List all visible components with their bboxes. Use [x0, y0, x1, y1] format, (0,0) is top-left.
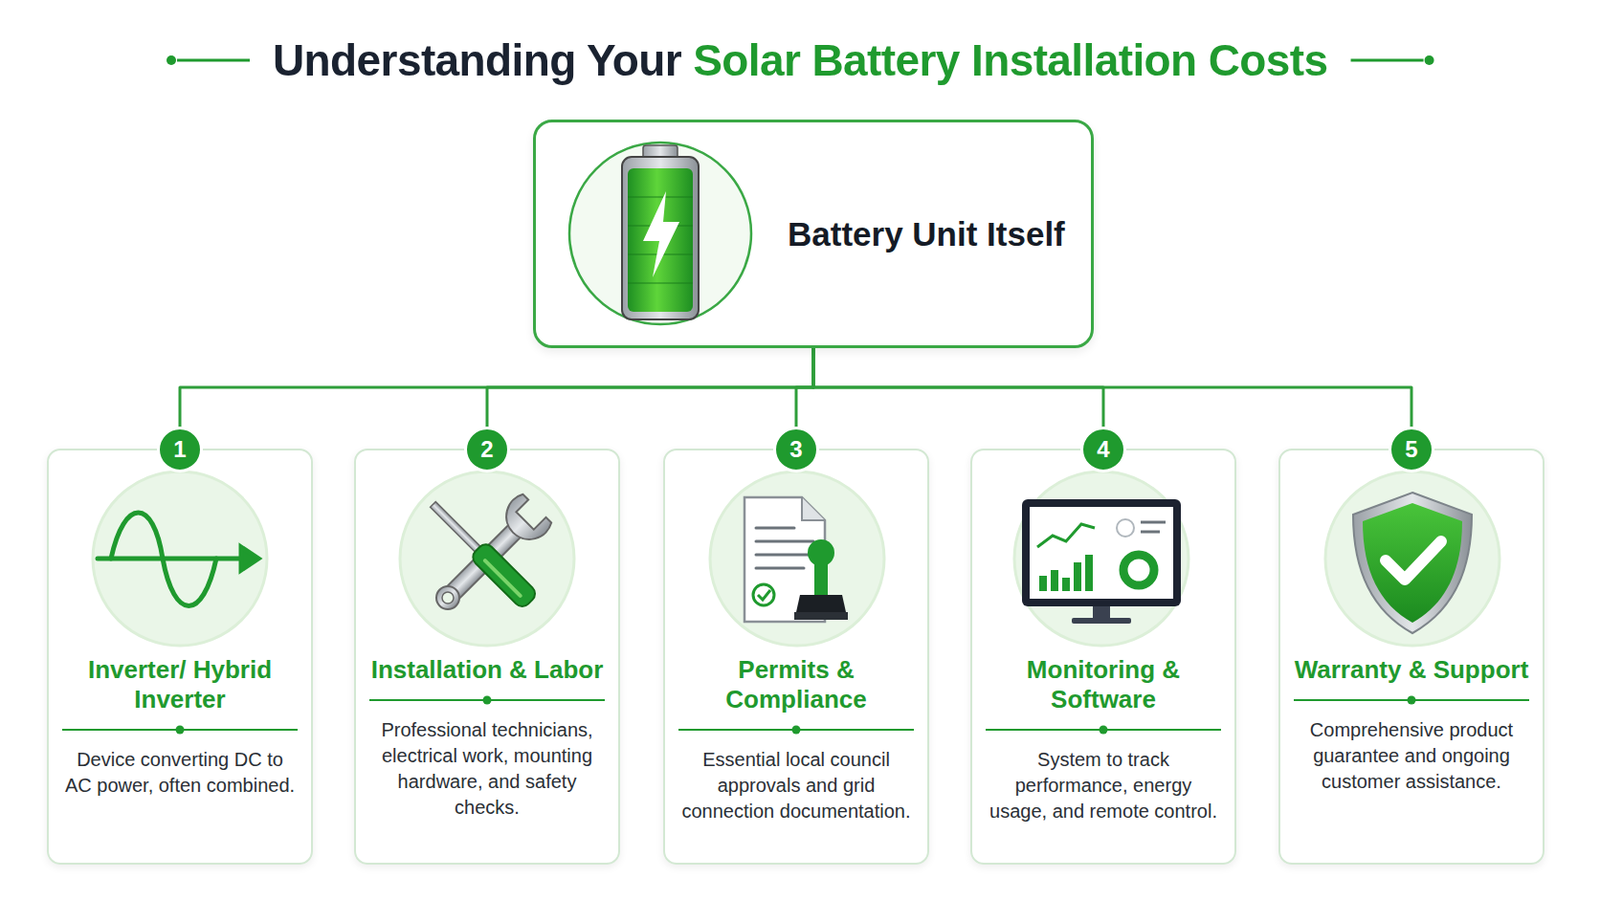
card-body: Essential local council approvals and gr…: [678, 747, 914, 825]
card-divider: [985, 724, 1222, 736]
cost-card: Inverter/ Hybrid InverterDevice converti…: [46, 448, 313, 866]
battery-icon: [569, 142, 752, 325]
card-heading: Permits & Compliance: [674, 655, 918, 715]
icon-ground: [92, 471, 1500, 646]
callout-number: 3: [773, 426, 820, 473]
box-label: Battery Unit Itself: [787, 214, 1078, 255]
card-heading: Inverter/ Hybrid Inverter: [58, 655, 302, 715]
card-divider: [369, 694, 605, 707]
cost-card: Permits & ComplianceEssential local coun…: [663, 448, 930, 866]
title-rule: [1351, 59, 1424, 63]
permit-icon: [744, 497, 848, 623]
callout-number: 1: [156, 426, 203, 473]
card-heading: Installation & Labor: [365, 655, 609, 686]
title-dot: [1424, 55, 1435, 66]
cost-card: Monitoring & SoftwareSystem to track per…: [970, 448, 1237, 866]
card-heading: Monitoring & Software: [981, 655, 1225, 715]
card-body: Device converting DC to AC power, often …: [62, 747, 298, 800]
inverter-icon: [97, 512, 259, 607]
divider-dot: [792, 726, 801, 735]
divider-dot: [1407, 696, 1417, 706]
title-dot: [166, 55, 177, 66]
tools-icon: [423, 492, 555, 623]
callout-number: 5: [1388, 426, 1435, 473]
title-rule: [177, 59, 250, 63]
monitor-icon: [1022, 499, 1181, 624]
tree-connector: [813, 348, 1104, 449]
callout-number: 4: [1080, 426, 1127, 473]
tree-connector: [487, 348, 814, 449]
cost-card: Installation & LaborProfessional technic…: [354, 448, 621, 866]
cost-card: Warranty & SupportComprehensive product …: [1278, 448, 1545, 866]
callout-number: 2: [464, 426, 511, 473]
card-heading: Warranty & Support: [1289, 655, 1534, 686]
card-body: Comprehensive product guarantee and ongo…: [1293, 717, 1530, 796]
shield-icon: [1353, 492, 1472, 634]
diagram-title: Understanding Your Solar Battery Install…: [272, 34, 1329, 87]
divider-dot: [483, 696, 492, 706]
divider-dot: [1099, 726, 1109, 735]
card-divider: [678, 724, 914, 736]
card-body: Professional technicians, electrical wor…: [369, 717, 605, 822]
card-divider: [62, 724, 298, 736]
divider-dot: [176, 726, 185, 735]
root-box: Battery Unit Itself: [533, 119, 1094, 349]
card-divider: [1293, 694, 1530, 707]
card-body: System to track performance, energy usag…: [985, 747, 1222, 825]
